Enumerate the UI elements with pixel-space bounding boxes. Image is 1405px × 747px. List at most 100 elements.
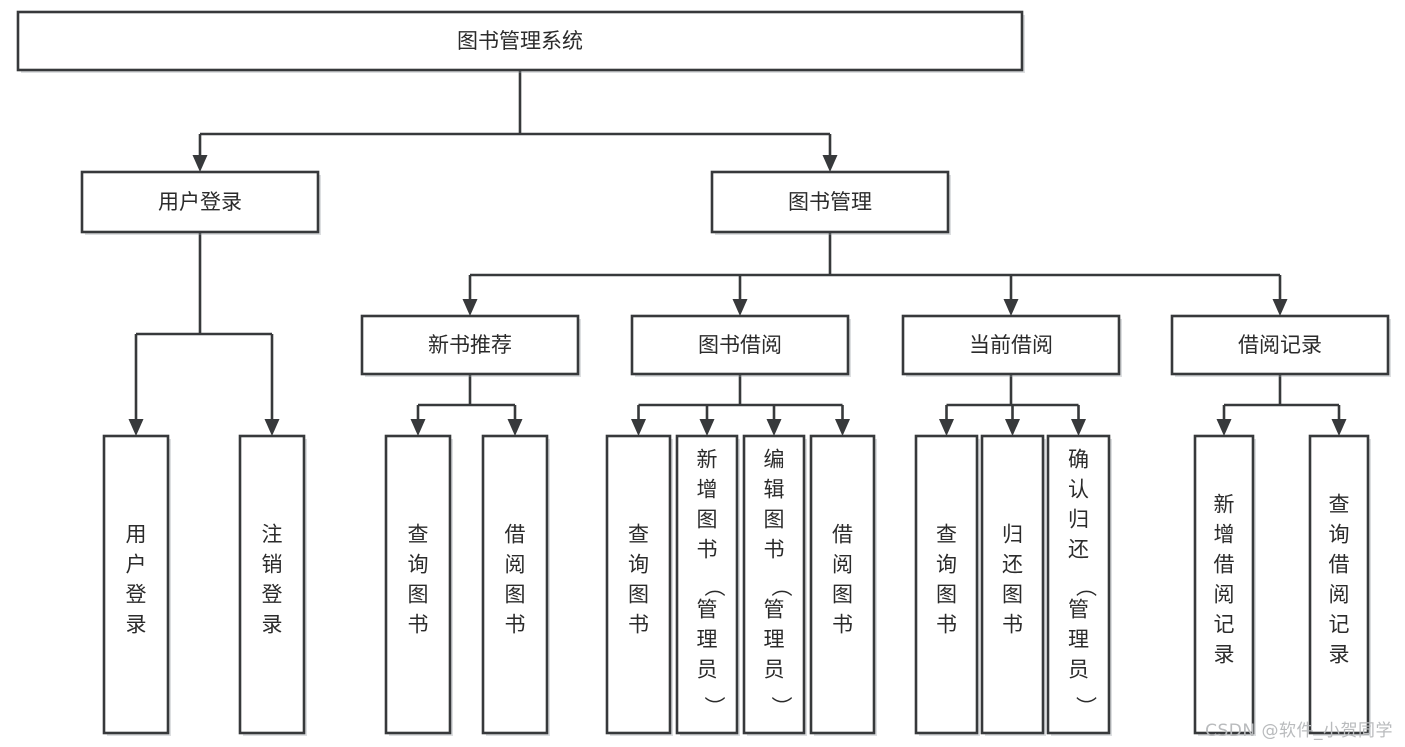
svg-text:记: 记 bbox=[1214, 613, 1235, 637]
svg-text:注: 注 bbox=[262, 523, 283, 547]
svg-text:录: 录 bbox=[262, 613, 283, 637]
svg-text:书: 书 bbox=[697, 538, 718, 562]
svg-text:（: （ bbox=[1074, 576, 1098, 597]
svg-text:登: 登 bbox=[126, 583, 147, 607]
node-n_user_login[interactable]: 用户登录 bbox=[80, 170, 321, 235]
svg-text:询: 询 bbox=[408, 553, 429, 577]
svg-text:书: 书 bbox=[1002, 613, 1023, 637]
svg-text:查: 查 bbox=[628, 523, 649, 547]
svg-text:管: 管 bbox=[697, 598, 718, 622]
svg-text:增: 增 bbox=[1214, 523, 1235, 547]
svg-text:借: 借 bbox=[832, 523, 853, 547]
svg-text:（: （ bbox=[702, 576, 726, 597]
node-root[interactable]: 图书管理系统 bbox=[16, 10, 1025, 73]
node-l_user_login[interactable]: 用户登录 bbox=[102, 434, 171, 736]
svg-text:书: 书 bbox=[936, 613, 957, 637]
connector-borrow-to-leaves bbox=[631, 374, 850, 436]
svg-text:新: 新 bbox=[1214, 493, 1235, 517]
svg-text:书: 书 bbox=[408, 613, 429, 637]
svg-text:录: 录 bbox=[126, 613, 147, 637]
node-label: 图书借阅 bbox=[698, 333, 782, 357]
svg-text:管: 管 bbox=[764, 598, 785, 622]
svg-text:询: 询 bbox=[628, 553, 649, 577]
node-label: 当前借阅 bbox=[969, 333, 1053, 357]
svg-text:图: 图 bbox=[764, 508, 785, 532]
svg-text:询: 询 bbox=[936, 553, 957, 577]
svg-text:借: 借 bbox=[1214, 553, 1235, 577]
svg-text:）: ） bbox=[769, 696, 793, 717]
svg-text:户: 户 bbox=[126, 553, 147, 577]
connector-book-mgmt-to-level3 bbox=[462, 232, 1288, 316]
node-label: 用户登录 bbox=[126, 523, 147, 637]
svg-text:阅: 阅 bbox=[1214, 583, 1235, 607]
svg-text:询: 询 bbox=[1329, 523, 1350, 547]
svg-text:阅: 阅 bbox=[1329, 583, 1350, 607]
node-n_new_rec[interactable]: 新书推荐 bbox=[360, 314, 581, 377]
watermark-label: CSDN @软件_小贺同学 bbox=[1205, 721, 1393, 741]
connector-root-to-level2 bbox=[192, 70, 838, 172]
svg-text:图: 图 bbox=[832, 583, 853, 607]
svg-text:阅: 阅 bbox=[832, 553, 853, 577]
svg-text:（: （ bbox=[769, 576, 793, 597]
svg-text:理: 理 bbox=[1068, 628, 1089, 652]
svg-text:图: 图 bbox=[697, 508, 718, 532]
svg-text:借: 借 bbox=[505, 523, 526, 547]
node-label: 借阅记录 bbox=[1238, 333, 1322, 357]
svg-text:理: 理 bbox=[697, 628, 718, 652]
svg-text:图: 图 bbox=[936, 583, 957, 607]
svg-text:理: 理 bbox=[764, 628, 785, 652]
svg-text:归: 归 bbox=[1002, 523, 1023, 547]
svg-text:图: 图 bbox=[505, 583, 526, 607]
svg-text:）: ） bbox=[1074, 696, 1098, 717]
svg-text:书: 书 bbox=[764, 538, 785, 562]
svg-text:图: 图 bbox=[408, 583, 429, 607]
svg-text:增: 增 bbox=[697, 478, 718, 502]
svg-text:登: 登 bbox=[262, 583, 283, 607]
node-n_borrow[interactable]: 图书借阅 bbox=[630, 314, 851, 377]
svg-text:图: 图 bbox=[1002, 583, 1023, 607]
svg-text:记: 记 bbox=[1329, 613, 1350, 637]
svg-text:书: 书 bbox=[832, 613, 853, 637]
svg-text:认: 认 bbox=[1068, 478, 1089, 502]
node-label: 图书管理 bbox=[788, 190, 872, 214]
svg-text:书: 书 bbox=[628, 613, 649, 637]
svg-text:员: 员 bbox=[764, 658, 785, 682]
svg-text:确: 确 bbox=[1068, 448, 1089, 472]
node-label: 新书推荐 bbox=[428, 333, 512, 357]
node-label: 用户登录 bbox=[158, 190, 242, 214]
node-n_records[interactable]: 借阅记录 bbox=[1170, 314, 1391, 377]
node-n_current[interactable]: 当前借阅 bbox=[901, 314, 1122, 377]
svg-text:员: 员 bbox=[697, 658, 718, 682]
svg-text:员: 员 bbox=[1068, 658, 1089, 682]
svg-text:辑: 辑 bbox=[764, 478, 785, 502]
svg-text:归: 归 bbox=[1068, 508, 1089, 532]
node-n_book_mgmt[interactable]: 图书管理 bbox=[710, 170, 951, 235]
connector-layer bbox=[128, 70, 1347, 436]
svg-text:图: 图 bbox=[628, 583, 649, 607]
svg-text:还: 还 bbox=[1068, 538, 1089, 562]
svg-text:录: 录 bbox=[1329, 643, 1350, 667]
svg-text:）: ） bbox=[702, 696, 726, 717]
